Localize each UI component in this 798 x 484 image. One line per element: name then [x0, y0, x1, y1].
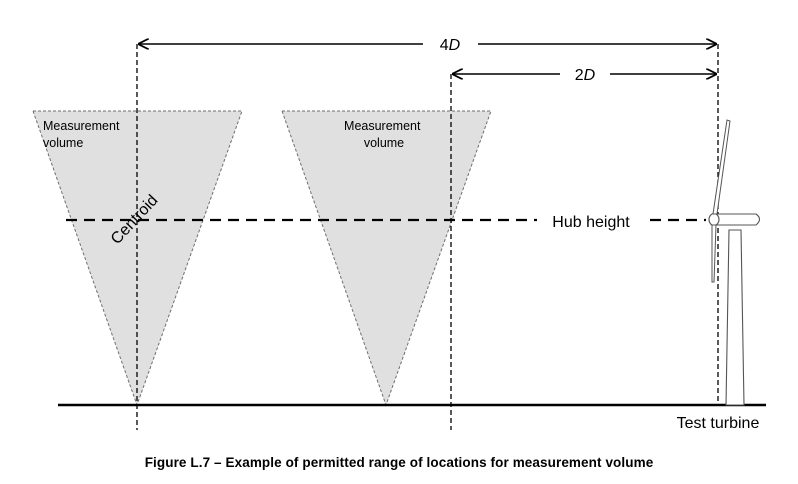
- wind-turbine-icon: [708, 119, 761, 406]
- test-turbine-label: Test turbine: [677, 415, 760, 432]
- measurement-volume-label-right: Measurement volume: [344, 119, 424, 150]
- measurement-volume-label-left: Measurement volume: [43, 119, 123, 150]
- measurement-volume-cone-left: [32, 110, 243, 407]
- dimension-label-4d: 4D: [440, 37, 461, 54]
- measurement-volume-cone-right: [281, 110, 492, 407]
- hub-height-label: Hub height: [552, 214, 630, 231]
- turbine-blade-lower: [711, 224, 717, 283]
- turbine-blade-upper: [712, 119, 731, 215]
- dimension-label-2d: 2D: [575, 67, 596, 84]
- turbine-hub: [708, 212, 720, 227]
- turbine-nacelle: [711, 213, 761, 226]
- turbine-tower: [725, 229, 745, 406]
- figure-caption: Figure L.7 – Example of permitted range …: [144, 455, 654, 470]
